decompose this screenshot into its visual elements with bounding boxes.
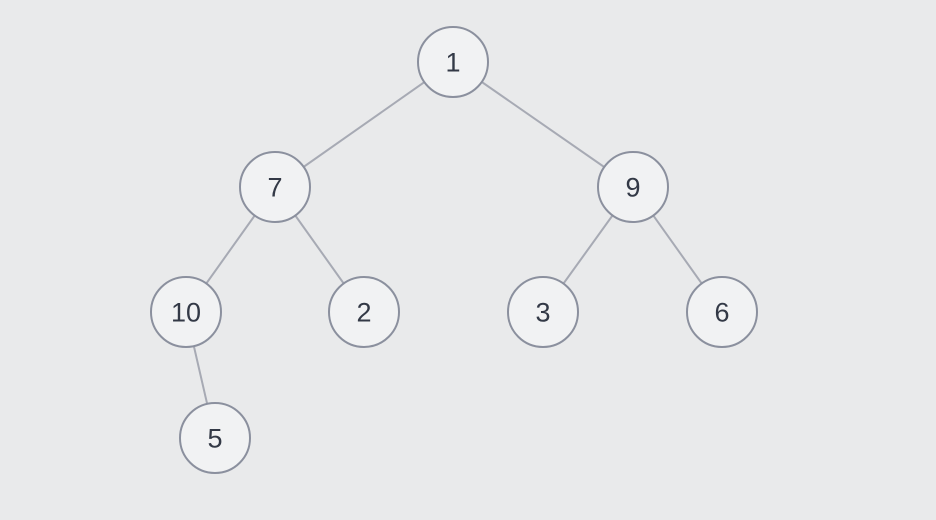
tree-node-label-6: 6 bbox=[714, 297, 729, 327]
tree-node-circle-5 bbox=[179, 402, 251, 474]
tree-node-label-2: 2 bbox=[356, 297, 371, 327]
tree-edge-n1-n7 bbox=[274, 61, 454, 188]
tree-node-circle-7 bbox=[239, 151, 311, 223]
tree-node-label-10: 10 bbox=[171, 297, 201, 327]
tree-edge-n1-n9 bbox=[452, 61, 634, 188]
tree-node-circle-2 bbox=[328, 276, 400, 348]
tree-node-10: 10 bbox=[150, 276, 222, 348]
tree-node-circle-10 bbox=[150, 276, 222, 348]
tree-node-label-5: 5 bbox=[207, 423, 222, 453]
tree-node-circle-3 bbox=[507, 276, 579, 348]
tree-node-6: 6 bbox=[686, 276, 758, 348]
tree-node-5: 5 bbox=[179, 402, 251, 474]
tree-node-9: 9 bbox=[597, 151, 669, 223]
tree-node-3: 3 bbox=[507, 276, 579, 348]
tree-node-2: 2 bbox=[328, 276, 400, 348]
tree-node-1: 1 bbox=[417, 26, 489, 98]
tree-node-circle-9 bbox=[597, 151, 669, 223]
tree-node-label-7: 7 bbox=[267, 172, 282, 202]
tree-node-label-1: 1 bbox=[445, 47, 460, 77]
tree-node-circle-6 bbox=[686, 276, 758, 348]
tree-node-label-9: 9 bbox=[625, 172, 640, 202]
tree-node-7: 7 bbox=[239, 151, 311, 223]
tree-node-label-3: 3 bbox=[535, 297, 550, 327]
tree-node-circle-1 bbox=[417, 26, 489, 98]
